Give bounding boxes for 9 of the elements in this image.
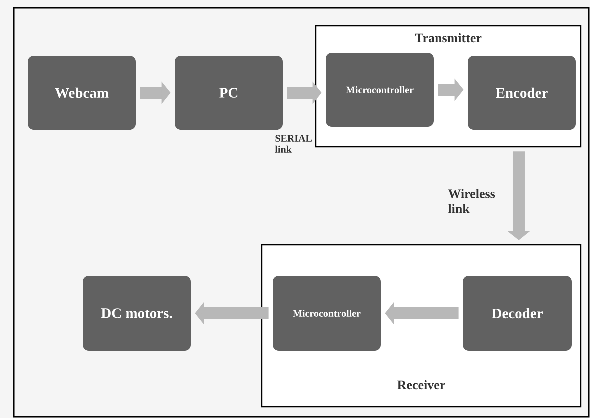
edge-label: Wireless link [448,189,496,214]
process-box: Decoder [463,276,572,351]
process-box: DC motors. [83,276,191,351]
process-box: Microcontroller [273,276,381,351]
process-box: Encoder [468,56,576,130]
process-box: Webcam [28,56,136,130]
process-box: Microcontroller [326,53,434,127]
edge-label: SERIAL link [275,135,312,153]
process-box: PC [175,56,283,130]
